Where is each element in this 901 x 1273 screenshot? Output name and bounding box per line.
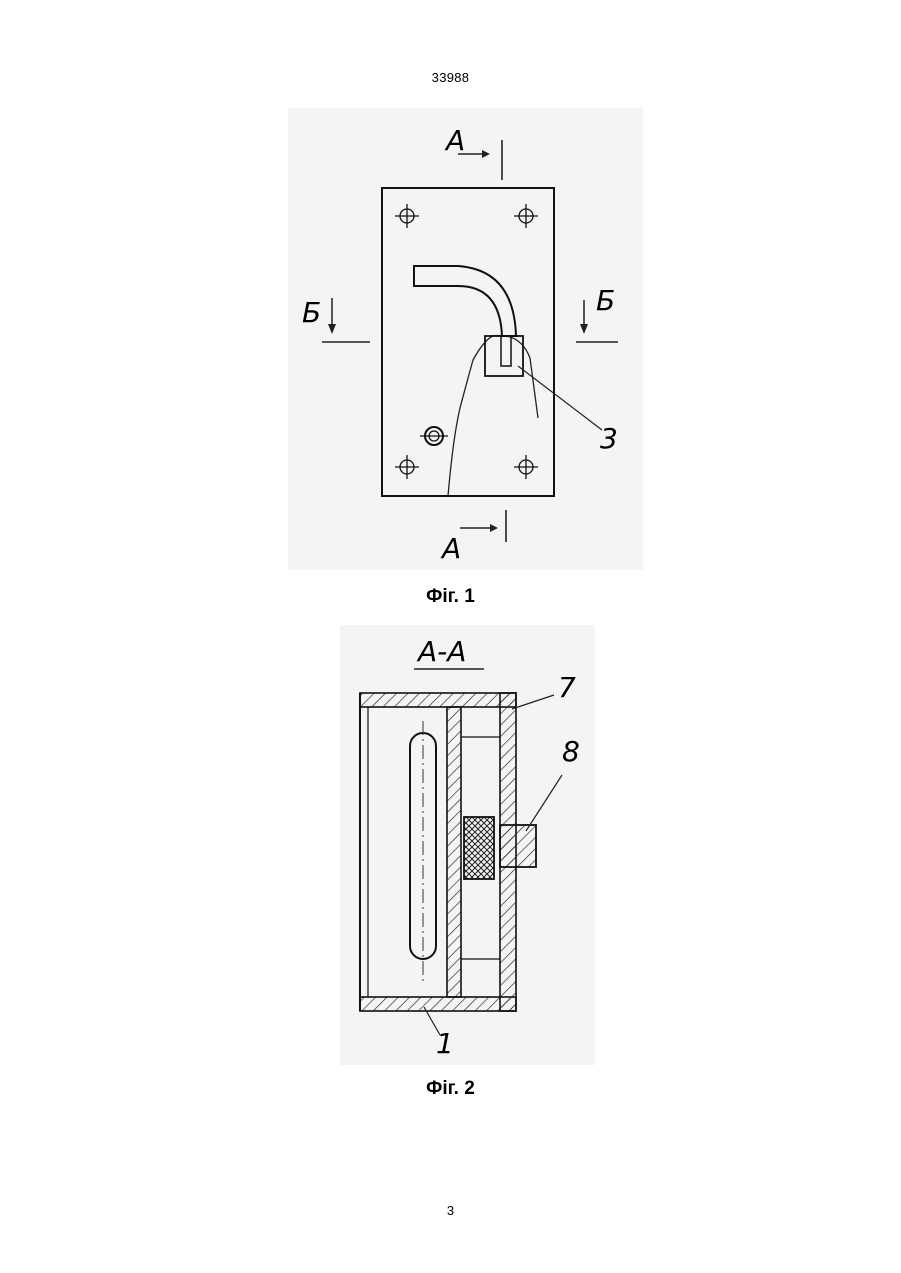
part-label-7: 7 bbox=[558, 671, 576, 704]
part-label-8: 8 bbox=[562, 735, 580, 768]
side-label-left: Б bbox=[302, 296, 321, 329]
page-number: 3 bbox=[0, 1203, 901, 1218]
figure-1-drawing: A 3 Б Б bbox=[288, 108, 643, 570]
part-label-3: 3 bbox=[600, 422, 618, 455]
figure-1-caption: Фіг. 1 bbox=[0, 586, 901, 608]
figure-2-caption: Фіг. 2 bbox=[0, 1078, 901, 1100]
section-title: A-A bbox=[416, 635, 466, 668]
section-label-bottom: A bbox=[440, 532, 461, 565]
side-label-right: Б bbox=[596, 284, 615, 317]
document-number: 33988 bbox=[0, 70, 901, 85]
part-label-1: 1 bbox=[436, 1027, 454, 1060]
section-label-top: A bbox=[444, 124, 465, 157]
figure-2-drawing: A-A 7 8 1 bbox=[340, 625, 595, 1065]
